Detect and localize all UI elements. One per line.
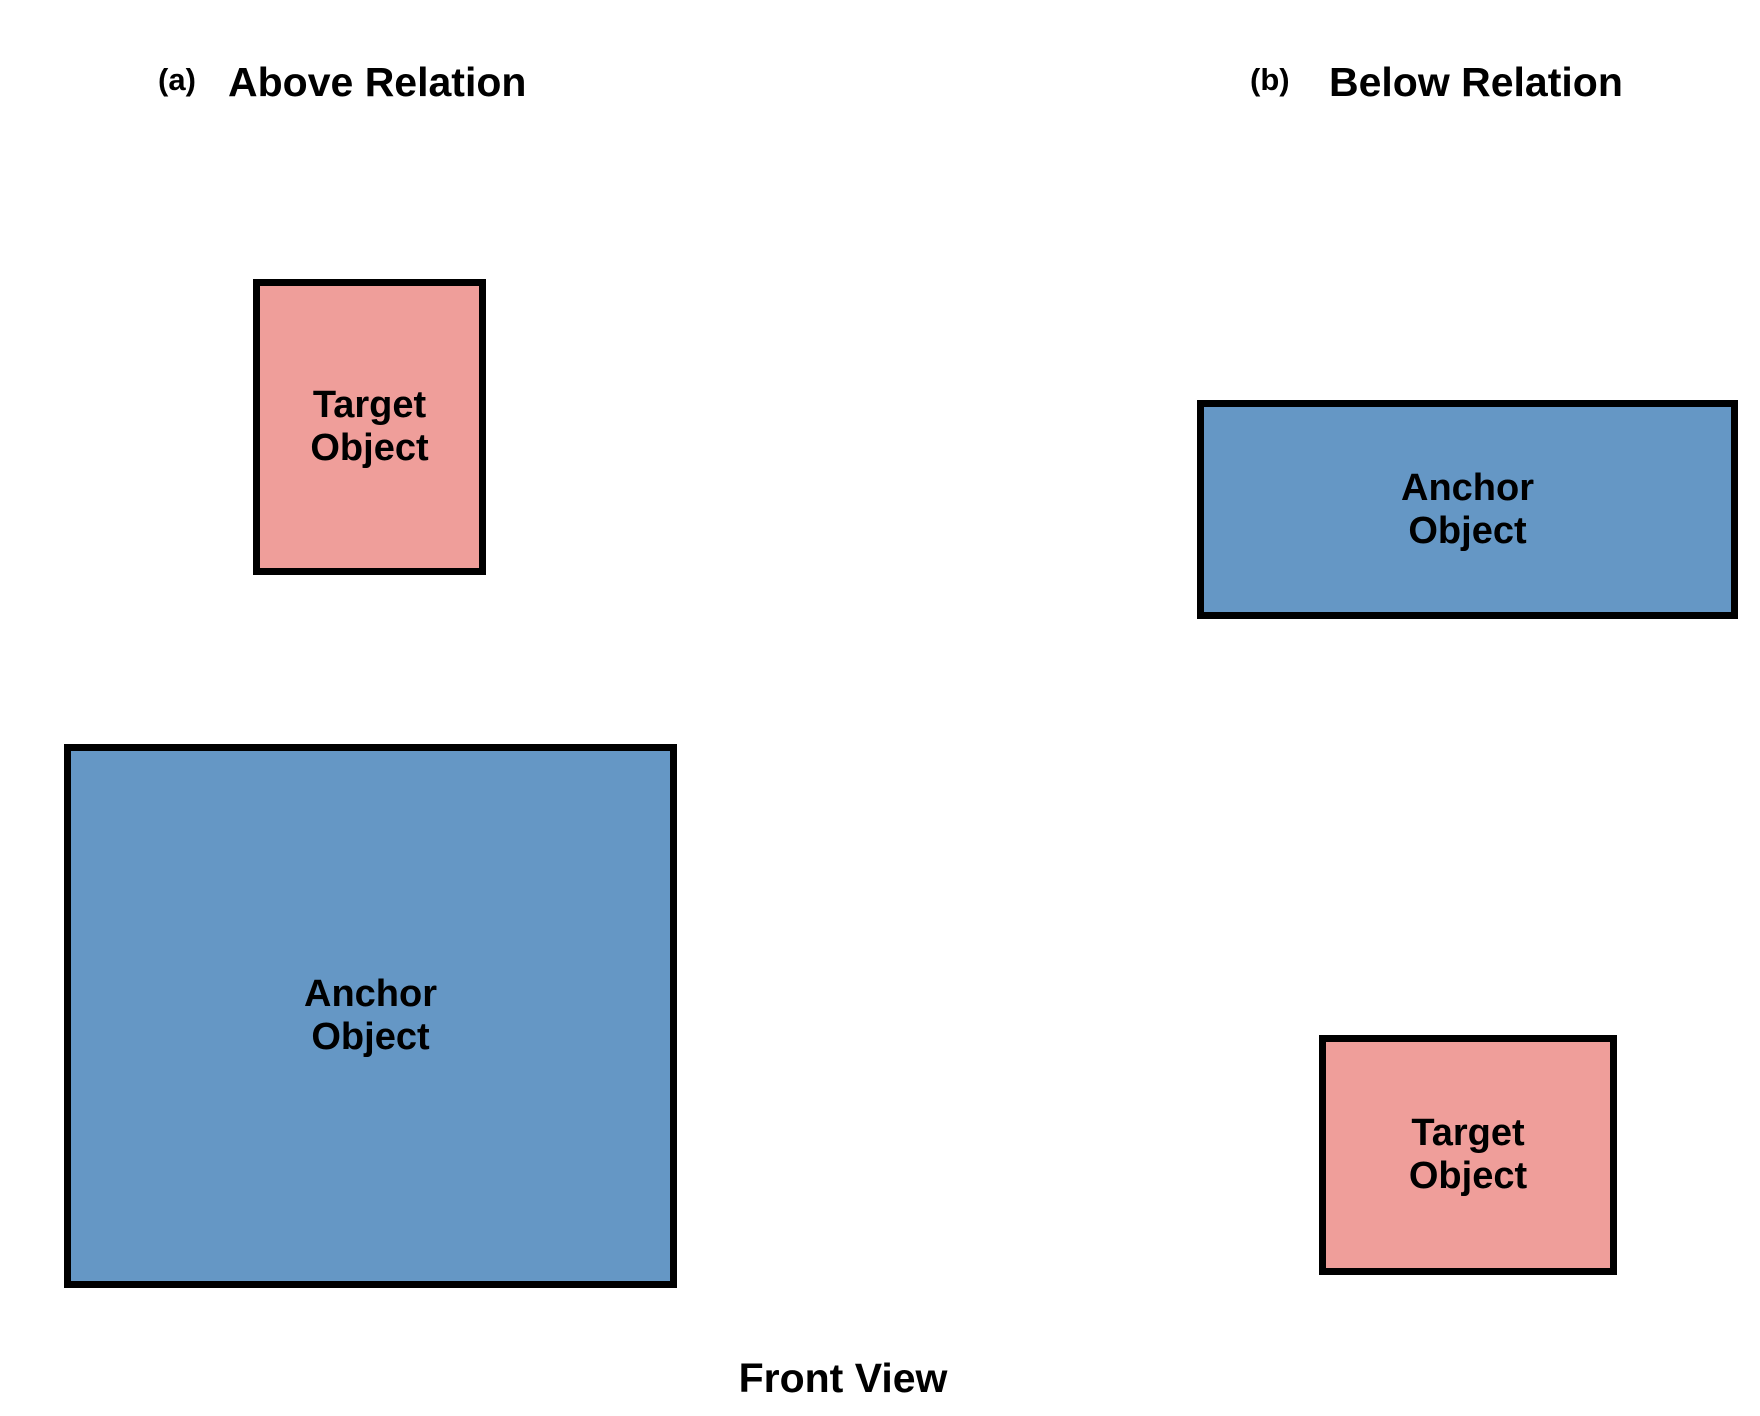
view-caption: Front View bbox=[738, 1355, 948, 1401]
panel-a-target-label: Target Object bbox=[310, 384, 428, 470]
panel-a-title: Above Relation bbox=[228, 59, 527, 105]
panel-a-target-label-line1: Target bbox=[312, 384, 427, 426]
panel-a-target-box: Target Object bbox=[253, 279, 486, 575]
panel-a-target-label-line2: Object bbox=[310, 427, 429, 469]
panel-b-anchor-box: Anchor Object bbox=[1197, 400, 1738, 619]
panel-a-tag: (a) bbox=[158, 62, 196, 97]
panel-b-tag: (b) bbox=[1250, 62, 1290, 97]
panel-b-target-label-line1: Target bbox=[1411, 1112, 1525, 1154]
panel-b-title: Below Relation bbox=[1329, 59, 1623, 105]
panel-b-target-label: Target Object bbox=[1409, 1112, 1527, 1198]
panel-a-anchor-box: Anchor Object bbox=[64, 744, 677, 1288]
panel-b-target-label-line2: Object bbox=[1408, 1155, 1528, 1197]
panel-b-anchor-label: Anchor Object bbox=[1401, 467, 1534, 553]
panel-a-anchor-label-line2: Object bbox=[311, 1016, 430, 1058]
panel-b-anchor-label-line1: Anchor bbox=[1401, 466, 1534, 509]
panel-a-anchor-label: Anchor Object bbox=[304, 973, 437, 1059]
panel-b-target-box: Target Object bbox=[1319, 1035, 1617, 1275]
panel-b-anchor-label-line2: Object bbox=[1408, 509, 1527, 552]
panel-a-anchor-label-line1: Anchor bbox=[304, 973, 437, 1015]
